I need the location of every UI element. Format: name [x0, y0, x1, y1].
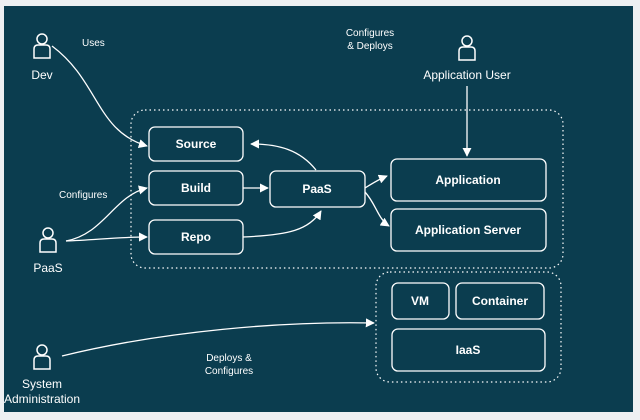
architecture-diagram: Source Build Repo PaaS Application Appli…: [4, 6, 633, 412]
box-container: [455, 282, 545, 320]
edge-label-deploys-configures-line2: Configures: [205, 366, 253, 377]
edge-dev-to-source: [51, 45, 148, 149]
box-application-server-label: Application Server: [415, 223, 521, 237]
box-iaas-label: IaaS: [456, 343, 481, 357]
diagram-canvas: Source Build Repo PaaS Application Appli…: [4, 6, 633, 412]
actor-application-user-label: Application User: [423, 68, 510, 82]
edge-paas-to-application: [364, 174, 388, 189]
box-build-label: Build: [181, 181, 211, 195]
edge-repo-to-paas: [242, 210, 322, 238]
actor-dev-label: Dev: [31, 68, 52, 82]
box-container-label: Container: [472, 294, 528, 308]
edge-sysadmin-to-iaas: [61, 318, 375, 357]
actor-paas-label: PaaS: [33, 261, 62, 275]
iaas-infrastructure-region: [375, 271, 562, 383]
box-iaas: [391, 328, 546, 372]
connector-lines: [51, 45, 472, 357]
edge-label-deploys-configures-line1: Deploys &: [206, 353, 252, 364]
box-vm-label: VM: [411, 294, 429, 308]
box-repo-label: Repo: [181, 230, 211, 244]
box-application: [390, 158, 547, 202]
box-repo: [148, 219, 244, 255]
paas-platform-region: [130, 109, 564, 269]
edge-paas-to-repo: [65, 232, 148, 242]
edge-paas-to-build: [65, 185, 148, 242]
edge-label-configures: Configures: [59, 190, 107, 201]
edge-label-uses: Uses: [82, 38, 105, 49]
box-application-label: Application: [435, 173, 500, 187]
box-source-label: Source: [176, 137, 217, 151]
edge-label-configures-deploys-line1: Configures: [346, 28, 394, 39]
edge-paas-to-source: [250, 139, 317, 171]
edge-label-configures-deploys-line2: & Deploys: [347, 41, 393, 52]
edge-paas-to-appserver: [364, 191, 390, 227]
box-source: [148, 126, 244, 162]
box-application-server: [390, 208, 547, 252]
box-paas-label: PaaS: [302, 182, 331, 196]
box-build: [148, 170, 244, 206]
actor-sysadmin-label-line1: System: [22, 377, 62, 391]
box-paas: [269, 170, 366, 208]
box-vm: [391, 282, 450, 320]
actor-sysadmin-label-line2: Administration: [4, 392, 80, 406]
